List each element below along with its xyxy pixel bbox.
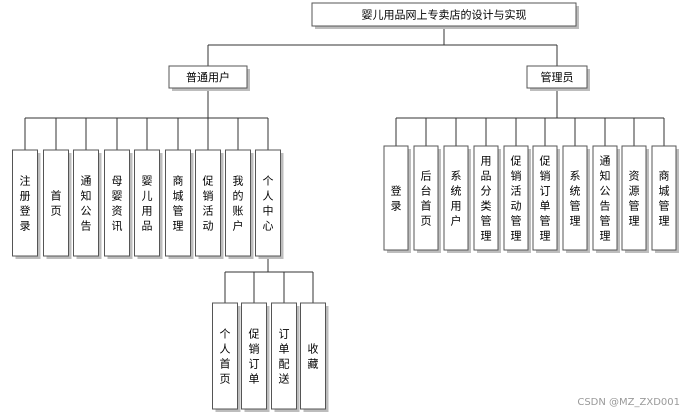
admin-node-2-label: 系统用户 [451,170,462,228]
user-node-1: 首页 [43,149,72,259]
personal-center-node-2-label: 订单配送 [279,328,290,386]
user-node-5-box [165,149,191,257]
user-node-6-box [195,149,221,257]
admin-node-0-box [383,145,409,251]
user-node-1-label: 首页 [51,189,62,218]
admin-node-1: 后台首页 [413,145,441,253]
root-node-box [311,2,577,27]
admin-node-0-label: 登录 [391,184,402,213]
personal-center-node-3-label: 收藏 [308,342,319,371]
csdn-watermark: CSDN @MZ_ZXD001 [577,397,680,408]
admin-group-node-label: 管理员 [541,70,574,84]
admin-node-8-label: 资源管理 [629,170,640,228]
user-group-node-box [168,65,248,89]
personal-center-node-3: 收藏 [300,302,329,412]
user-node-1-box [43,149,69,257]
user-group-node: 普通用户 [168,65,250,91]
personal-center-node-3-box [300,302,326,410]
root-node-label: 婴儿用品网上专卖店的设计与实现 [362,8,527,22]
admin-node-2-box [443,145,469,251]
user-node-5-label: 商城管理 [173,174,184,233]
admin-node-2: 系统用户 [443,145,471,253]
user-node-4: 婴儿用品 [134,149,163,259]
admin-node-7: 通知公告管理 [592,145,620,253]
personal-center-node-0-box [212,302,238,410]
user-group-node-label: 普通用户 [186,70,230,84]
personal-center-node-1-box [241,302,267,410]
admin-node-6-label: 系统管理 [570,170,581,228]
tree-connectors [24,26,665,303]
admin-node-6-box [562,145,588,251]
user-node-2-box [73,149,99,257]
admin-node-8: 资源管理 [621,145,649,253]
admin-node-9: 商城管理 [651,145,679,253]
admin-node-3: 用品分类管理 [473,145,501,253]
personal-center-node-2: 订单配送 [271,302,300,412]
admin-node-1-box [413,145,439,251]
admin-node-4-label: 促销活动管理 [511,154,522,243]
admin-node-3-label: 用品分类管理 [481,155,492,243]
user-node-8-label: 个人中心 [263,175,274,233]
admin-node-7-box [592,145,618,251]
admin-group-node-box [526,65,588,89]
user-node-0-box [12,149,38,257]
admin-node-5-label: 促销订单管理 [540,154,551,243]
admin-node-9-box [651,145,677,251]
user-node-8: 个人中心 [255,149,284,259]
user-node-7-label: 我的账户 [233,175,244,233]
user-node-0: 注册登录 [12,149,41,259]
user-node-7: 我的账户 [225,149,254,259]
root-node: 婴儿用品网上专卖店的设计与实现 [311,2,579,29]
admin-node-5-box [532,145,558,251]
admin-node-4-box [503,145,529,251]
personal-center-node-0: 个人首页 [212,302,241,412]
user-node-6: 促销活动 [195,149,224,259]
user-node-6-label: 促销活动 [203,174,214,233]
user-node-4-label: 婴儿用品 [142,175,153,233]
personal-center-node-1: 促销订单 [241,302,270,412]
user-node-2-label: 通知公告 [81,175,92,233]
user-node-3-box [104,149,130,257]
personal-center-node-0-label: 个人首页 [220,328,231,386]
user-node-0-label: 注册登录 [20,174,31,233]
user-node-8-box [255,149,281,257]
personal-center-node-2-box [271,302,297,410]
personal-center-node-1-label: 促销订单 [249,327,260,386]
admin-node-7-label: 通知公告管理 [600,155,611,243]
admin-node-8-box [621,145,647,251]
admin-node-9-label: 商城管理 [659,169,670,228]
admin-node-6: 系统管理 [562,145,590,253]
user-node-2: 通知公告 [73,149,102,259]
admin-group-node: 管理员 [526,65,590,91]
user-node-3-label: 母婴资讯 [112,175,123,233]
admin-node-0: 登录 [383,145,411,253]
admin-node-5: 促销订单管理 [532,145,560,253]
user-node-5: 商城管理 [165,149,194,259]
admin-node-3-box [473,145,499,251]
user-node-4-box [134,149,160,257]
admin-node-1-label: 后台首页 [421,170,432,228]
user-node-7-box [225,149,251,257]
admin-node-4: 促销活动管理 [503,145,531,253]
user-node-3: 母婴资讯 [104,149,133,259]
